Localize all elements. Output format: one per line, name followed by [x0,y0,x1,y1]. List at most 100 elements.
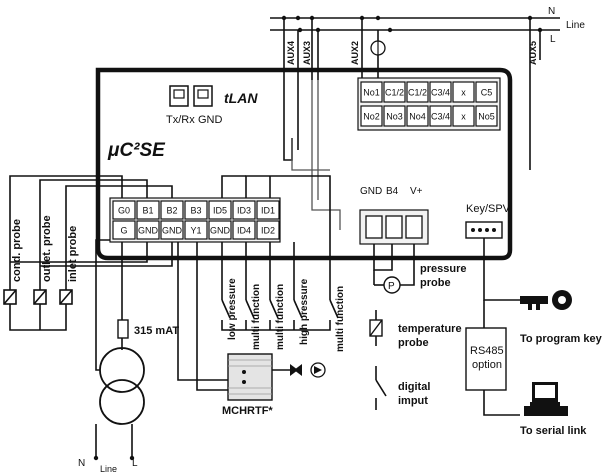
io-top-terminal-label: ID1 [261,206,275,216]
io-bottom-terminal-cell [184,220,208,240]
io-bottom-terminal-label: ID2 [261,226,275,236]
digital-input-line1: digital [398,381,430,393]
pressure-probe-label-2: probe [420,277,451,289]
relay-bottom-terminal-cell [406,105,429,127]
pump-icon [310,362,326,378]
pressure-sensor-symbol: P [388,281,395,292]
probe-sensors [3,289,73,305]
io-top-terminal-cell [256,200,280,220]
controller-outline [95,67,513,261]
aux-labels: AUX4 AUX3 AUX2 AUX5 [286,41,538,65]
relay-bottom-terminal-label: C3/4 [431,112,450,122]
relay-bottom-terminal-cell [360,105,383,127]
io-top-terminal-cell [208,200,232,220]
io-top-terminal-label: B1 [142,206,153,216]
controller-model: μC²SE [107,140,166,161]
relay-bottom-terminal-cell [383,105,406,127]
digital-input-legend [375,366,387,410]
io-bottom-terminal-cell [136,220,160,240]
bottom-line-l: L [132,458,138,469]
aux3-label: AUX3 [302,41,312,65]
io-bottom-terminal-label: GND [138,226,159,236]
probe-pin-vplus: V+ [410,186,423,197]
probe-pin-gnd: GND [360,186,382,197]
left-probe-wiring [9,175,173,331]
io-bottom-terminal-cell [232,220,256,240]
io-bottom-terminal-label: Y1 [190,226,201,236]
digital-input-labels: low pressure multi function multi functi… [227,278,346,352]
rs485-option: RS485 option [465,327,507,391]
relay-top-terminal-label: C1/2 [385,88,404,98]
relay-wiring [291,80,341,230]
inlet-probe-label: inlet probe [67,226,79,282]
rs485-line2: option [472,359,502,371]
key-spv-label: Key/SPV [466,203,511,215]
io-top-terminal-cell [136,200,160,220]
fan-icon [290,364,302,376]
relay-bottom-terminal-label: x [461,112,466,122]
io-bottom-terminal-cell [256,220,280,240]
relay-bottom-terminal-label: No3 [386,112,403,122]
mchrtf-label: MCHRTF* [222,405,273,417]
mchrtf-module [227,353,273,401]
relay-bottom-terminal-cell [429,105,452,127]
relay-top-terminal-cell [429,81,452,103]
temperature-probe-line2: probe [398,337,429,349]
digital-input-wiring [221,175,331,331]
key-port-cabling [483,238,520,416]
computer-icon [524,382,568,416]
io-top-terminal-label: ID3 [237,206,251,216]
io-top-terminal-label: B2 [166,206,177,216]
probe-labels: cond. probe outlet. probe inlet probe [11,215,79,282]
relay-top-terminal-cell [475,81,498,103]
line-l-label: L [550,34,556,45]
aux4-label: AUX4 [286,41,296,65]
io-bottom-terminal-label: GND [210,226,231,236]
pressure-probe-label-1: pressure [420,263,466,275]
io-top-terminal-label: B3 [190,206,201,216]
aux5-label: AUX5 [528,41,538,65]
relay-bottom-terminal-label: No2 [363,112,380,122]
relay-bottom-terminal-cell [452,105,475,127]
relay-top-terminal-label: C1/2 [408,88,427,98]
di-label-multi-3: multi function [335,286,346,352]
program-key-icon [520,290,572,310]
di-label-low-pressure: low pressure [227,278,238,340]
outlet-probe-label: outlet. probe [41,215,53,282]
tlan-pin-gnd: GND [198,114,223,126]
io-bottom-terminal-label: ID4 [237,226,251,236]
serial-link-label: To serial link [520,425,587,437]
rs485-line1: RS485 [470,345,504,357]
relay-top-terminal-cell [360,81,383,103]
di-label-high-pressure: high pressure [299,278,310,345]
pressure-probe-connector: GND B4 V+ P pressure probe [359,186,466,294]
aux2-label: AUX2 [350,41,360,65]
cond-probe-label: cond. probe [11,219,23,282]
key-spv-port: Key/SPV [465,203,511,239]
io-top-terminal-label: ID5 [213,206,227,216]
relay-top-terminal-cell [383,81,406,103]
tlan-label: tLAN [224,90,258,106]
io-top-terminal-cell [232,200,256,220]
relay-top-terminal-label: C3/4 [431,88,450,98]
io-top-terminal-cell [184,200,208,220]
bottom-line-label: Line [100,464,117,474]
relay-top-terminal-label: No1 [363,88,380,98]
bottom-line-labels: N L Line [78,458,138,474]
program-key-label: To program key [520,333,603,345]
temperature-probe-line1: temperature [398,323,462,335]
relay-top-terminal-cell [452,81,475,103]
io-top-terminal-cell [112,200,136,220]
fuse-label: 315 mAT [134,325,179,337]
bottom-line-n: N [78,458,85,469]
digital-input-line2: imput [398,395,428,407]
di-label-multi-2: multi function [275,284,286,350]
tlan-pin-txrx: Tx/Rx [166,114,195,126]
transformer [93,239,145,461]
io-top-terminal-cell [160,200,184,220]
io-bottom-terminal-cell [208,220,232,240]
di-label-multi-1: multi function [251,284,262,350]
